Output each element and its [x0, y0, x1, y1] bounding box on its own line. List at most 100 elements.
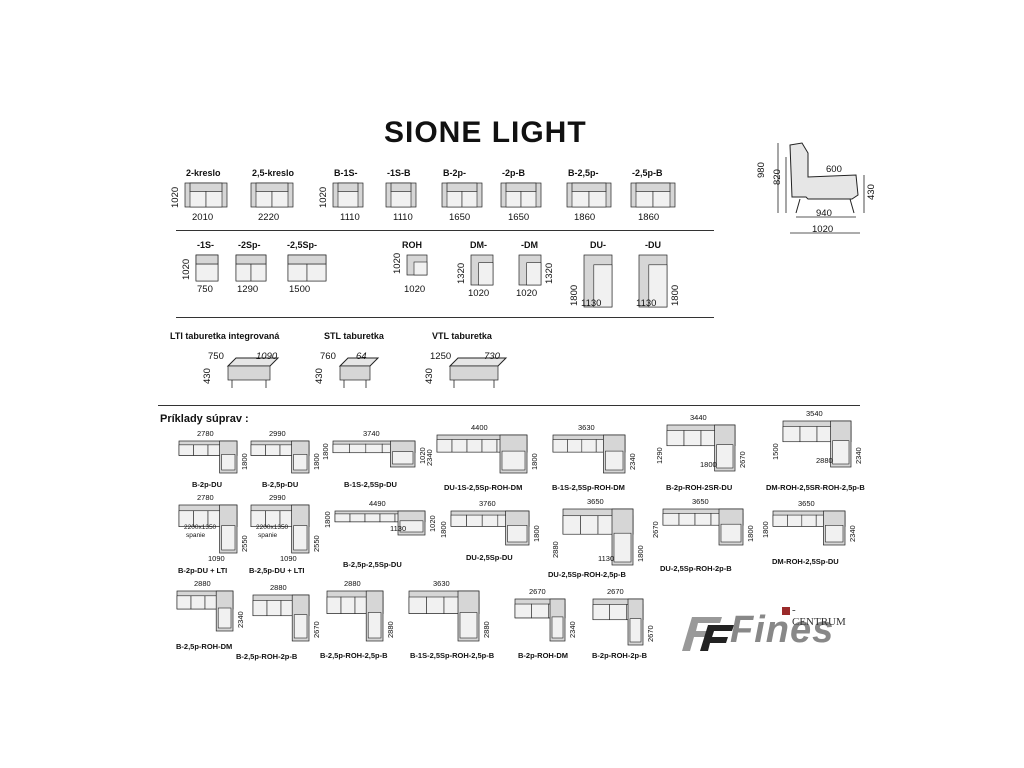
set-dim: 2340 [236, 611, 245, 628]
set-caption: B-1S-2,5Sp-ROH-DM [552, 483, 625, 492]
set-dim: spanie [186, 532, 206, 539]
profile-dim-h1: 980 [756, 162, 767, 178]
set-dim: 2780 [197, 429, 214, 438]
set-dim: 3650 [587, 497, 604, 506]
set-dim: 2670 [651, 521, 660, 538]
module-depth: 1020 [170, 186, 181, 208]
module-width: 1500 [289, 284, 311, 295]
stool-width: 760 [320, 351, 336, 362]
module-label: B-1S- [334, 168, 358, 178]
set-6-icon [782, 420, 852, 468]
set-dim: 2550 [312, 535, 321, 552]
set-dim: 1800 [240, 453, 249, 470]
module-6-icon [566, 182, 612, 208]
divider [176, 230, 714, 231]
module-label: -2,5p-B [632, 168, 663, 178]
set-1-icon [250, 440, 310, 474]
set-dim: 2880 [482, 621, 491, 638]
set-caption: B-2,5p-ROH-2,5p-B [320, 651, 388, 660]
module-width: 1020 [468, 288, 490, 299]
stool-0-icon [226, 357, 280, 388]
set-dim: 3650 [798, 499, 815, 508]
stool-label: VTL taburetka [432, 331, 492, 341]
set-dim: 1020 [428, 515, 437, 532]
set-dim: 2990 [269, 429, 286, 438]
set-11-icon [562, 508, 634, 566]
set-dim: 1290 [655, 447, 664, 464]
set-dim: 2670 [312, 621, 321, 638]
set-dim: 1130 [390, 524, 407, 533]
module-label: -DM [521, 240, 538, 250]
module-5-icon [500, 182, 542, 208]
set-dim: 3630 [433, 579, 450, 588]
set-dim: 3540 [806, 409, 823, 418]
profile-dim-seat: 600 [826, 164, 842, 175]
set-dim: 2880 [386, 621, 395, 638]
set-3-icon [436, 434, 528, 474]
module-r2-3-icon [406, 254, 428, 276]
module-depth: 1020 [318, 186, 329, 208]
stool-label: STL taburetka [324, 331, 384, 341]
set-dim: 2880 [344, 579, 361, 588]
set-dim: 2340 [425, 449, 434, 466]
module-width: 1860 [574, 212, 596, 223]
set-dim: 3760 [479, 499, 496, 508]
module-label: -DU [645, 240, 661, 250]
set-caption: B-2p-ROH-2SR-DU [666, 483, 733, 492]
set-dim: 1090 [208, 554, 225, 563]
profile-dim-w2: 1020 [812, 224, 834, 235]
module-depth: 1800 [569, 284, 580, 306]
set-13-icon [772, 510, 846, 546]
module-depth: 1020 [181, 258, 192, 280]
module-label: 2,5-kreslo [252, 168, 295, 178]
set-dim: 2670 [738, 451, 747, 468]
profile-dim-h2: 820 [772, 169, 783, 185]
module-1-icon [250, 182, 294, 208]
set-dim: 1800 [636, 545, 645, 562]
stool-width: 750 [208, 351, 224, 362]
stool-depth: 730 [484, 351, 500, 362]
module-width: 1650 [449, 212, 471, 223]
set-caption: B-1S-2,5Sp-ROH-2,5p-B [410, 651, 495, 660]
divider [176, 317, 714, 318]
set-19-icon [592, 598, 644, 646]
divider [158, 405, 860, 406]
module-4-icon [441, 182, 483, 208]
stool-width: 1250 [430, 351, 452, 362]
side-profile-icon [777, 142, 865, 234]
module-7-icon [630, 182, 676, 208]
module-label: DU- [590, 240, 606, 250]
set-dim: 1090 [280, 554, 297, 563]
set-dim: 1800 [530, 453, 539, 470]
module-r2-2-icon [287, 254, 327, 282]
logo-sub: -CENTRUM [792, 604, 846, 628]
page-title: SIONE LIGHT [384, 116, 587, 149]
set-dim: 2200x1350 [184, 524, 217, 531]
set-caption: B-2,5p-DU + LTI [249, 566, 305, 575]
set-dim: 4400 [471, 423, 488, 432]
module-r2-0-icon [195, 254, 219, 282]
module-width: 1290 [237, 284, 259, 295]
module-r2-4-icon [470, 254, 494, 286]
stool-depth: 64 [356, 351, 367, 362]
set-dim: 2340 [848, 525, 857, 542]
set-caption: DU-2,5Sp-DU [466, 553, 513, 562]
module-0-icon [184, 182, 228, 208]
set-caption: B-2,5p-DU [262, 480, 299, 489]
set-caption: B-2,5p-ROH-2p-B [236, 652, 298, 661]
module-depth: 1800 [670, 284, 681, 306]
set-dim: 2670 [646, 625, 655, 642]
set-dim: 1500 [771, 443, 780, 460]
set-dim: 1800 [312, 453, 321, 470]
stool-1-icon [338, 357, 380, 388]
module-r2-7-icon [638, 254, 668, 308]
set-7-icon [178, 504, 238, 554]
profile-dim-h3: 430 [866, 184, 877, 200]
module-r2-5-icon [518, 254, 542, 286]
module-label: -2p-B [502, 168, 525, 178]
module-depth: 1320 [456, 262, 467, 284]
stool-height: 430 [202, 368, 213, 384]
set-dim: 1800 [761, 521, 770, 538]
set-dim: 3630 [578, 423, 595, 432]
set-dim: 2670 [607, 587, 624, 596]
